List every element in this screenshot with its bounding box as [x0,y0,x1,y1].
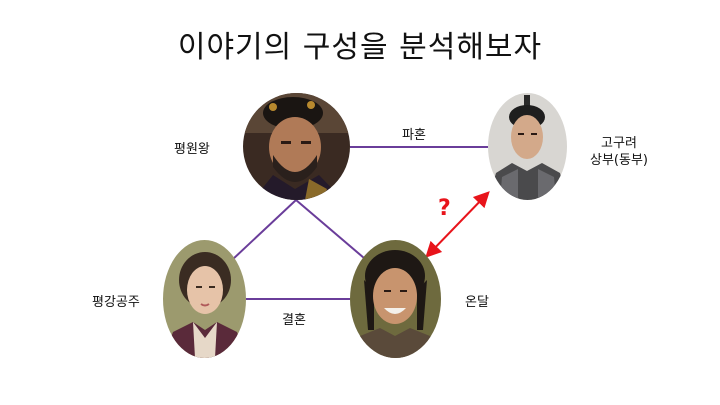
edge-label-rebellion: 파혼 [402,128,426,143]
line-king-ondal [295,199,365,259]
slide-title: 이야기의 구성을 분석해보자 [177,30,543,65]
label-general: 고구려 상부(동부) [590,136,648,168]
conflict-arrow [425,191,490,258]
label-king: 평원왕 [174,142,210,157]
edge-label-unknown: ? [438,196,451,221]
princess-portrait [163,240,246,358]
king-portrait [243,93,350,200]
edge-label-marriage: 결혼 [282,313,306,328]
label-princess: 평강공주 [92,295,140,310]
line-king-princess [231,199,297,261]
ondal-portrait [350,240,441,358]
general-portrait [488,93,567,200]
label-ondal: 온달 [465,295,489,310]
